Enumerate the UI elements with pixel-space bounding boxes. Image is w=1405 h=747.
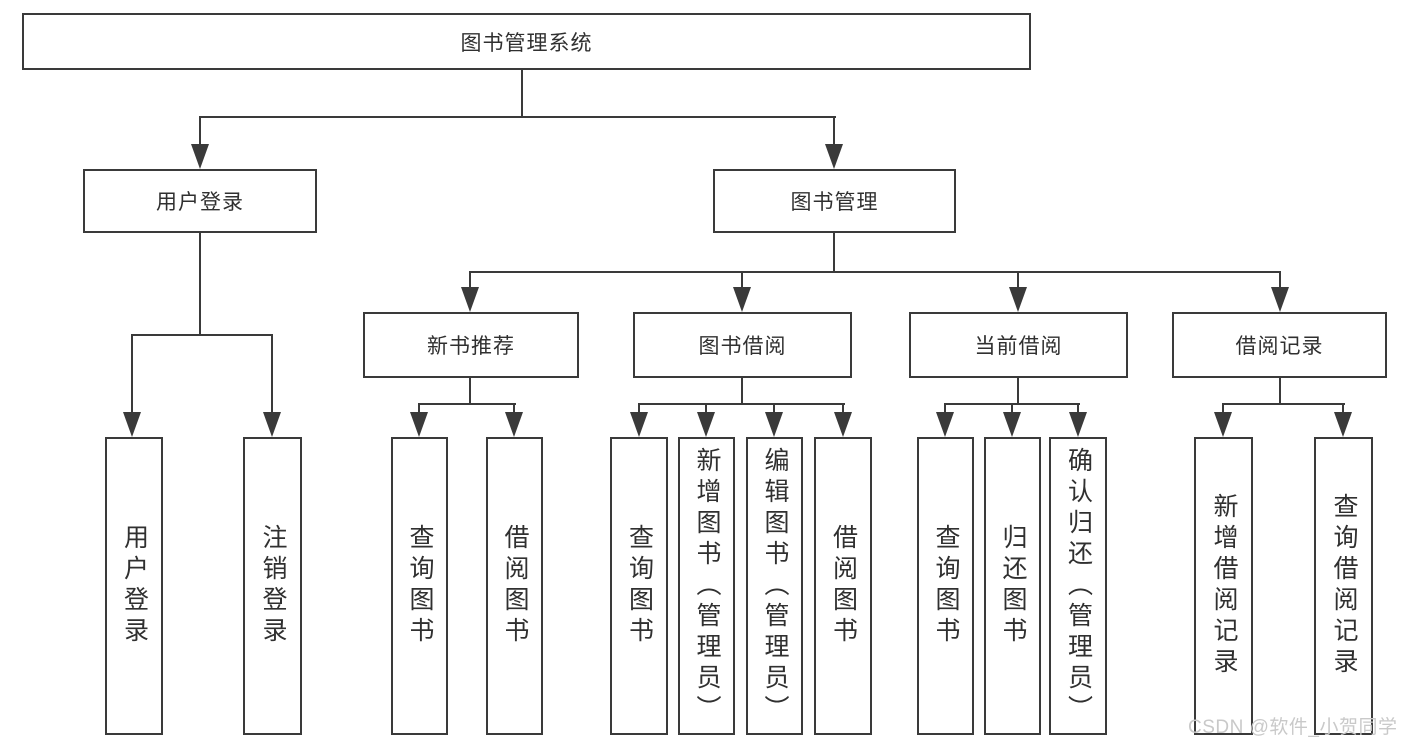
arrow-down-icon <box>505 412 523 437</box>
connector-line <box>521 69 523 117</box>
connector-line <box>271 335 273 414</box>
connector-line <box>1222 403 1345 405</box>
connector-line <box>638 404 640 415</box>
arrow-down-icon <box>825 144 843 169</box>
leaf-query-book-c: 查询图书 <box>917 437 974 735</box>
leaf-return-book: 归还图书 <box>984 437 1041 735</box>
leaf-borrow-book-a: 借阅图书 <box>486 437 543 735</box>
arrow-down-icon <box>1069 412 1087 437</box>
connector-line <box>1279 272 1281 289</box>
connector-line <box>199 116 836 118</box>
connector-line <box>833 233 835 273</box>
arrow-down-icon <box>733 287 751 312</box>
connector-line <box>131 335 133 414</box>
node-borrow-records: 借阅记录 <box>1172 312 1387 378</box>
connector-line <box>1077 404 1079 415</box>
connector-line <box>469 271 1281 273</box>
connector-line <box>741 272 743 289</box>
connector-line <box>199 117 201 146</box>
leaf-query-book-b: 查询图书 <box>610 437 668 735</box>
connector-line <box>1017 378 1019 405</box>
node-current-borrow: 当前借阅 <box>909 312 1128 378</box>
csdn-watermark: CSDN @软件_小贺同学 <box>1188 717 1398 738</box>
connector-line <box>1342 404 1344 415</box>
arrow-down-icon <box>461 287 479 312</box>
node-user-login: 用户登录 <box>83 169 317 233</box>
connector-line <box>469 378 471 405</box>
leaf-edit-book-admin: 编辑图书（管理员） <box>746 437 803 735</box>
leaf-query-book-a: 查询图书 <box>391 437 448 735</box>
leaf-logout: 注销登录 <box>243 437 302 735</box>
leaf-confirm-return-admin: 确认归还（管理员） <box>1049 437 1107 735</box>
arrow-down-icon <box>263 412 281 437</box>
connector-line <box>773 404 775 415</box>
connector-line <box>842 404 844 415</box>
connector-line <box>513 404 515 415</box>
node-book-management: 图书管理 <box>713 169 956 233</box>
connector-line <box>469 272 471 289</box>
arrow-down-icon <box>410 412 428 437</box>
connector-line <box>833 117 835 146</box>
arrow-down-icon <box>697 412 715 437</box>
leaf-borrow-book-b: 借阅图书 <box>814 437 872 735</box>
arrow-down-icon <box>765 412 783 437</box>
connector-line <box>1011 404 1013 415</box>
arrow-down-icon <box>1003 412 1021 437</box>
leaf-add-borrow-record: 新增借阅记录 <box>1194 437 1253 735</box>
connector-line <box>705 404 707 415</box>
node-book-borrow: 图书借阅 <box>633 312 852 378</box>
connector-line <box>1222 404 1224 415</box>
connector-line <box>1017 272 1019 289</box>
connector-line <box>418 404 420 415</box>
connector-line <box>741 378 743 405</box>
node-new-book-recommend: 新书推荐 <box>363 312 579 378</box>
arrow-down-icon <box>1214 412 1232 437</box>
arrow-down-icon <box>1271 287 1289 312</box>
node-root: 图书管理系统 <box>22 13 1031 70</box>
connector-line <box>1279 378 1281 405</box>
leaf-add-book-admin: 新增图书（管理员） <box>678 437 735 735</box>
arrow-down-icon <box>123 412 141 437</box>
arrow-down-icon <box>1334 412 1352 437</box>
arrow-down-icon <box>630 412 648 437</box>
leaf-user-login: 用户登录 <box>105 437 163 735</box>
connector-line <box>199 233 201 336</box>
connector-line <box>418 403 516 405</box>
arrow-down-icon <box>1009 287 1027 312</box>
connector-line <box>638 403 845 405</box>
arrow-down-icon <box>936 412 954 437</box>
leaf-query-borrow-record: 查询借阅记录 <box>1314 437 1373 735</box>
connector-line <box>131 334 273 336</box>
arrow-down-icon <box>834 412 852 437</box>
arrow-down-icon <box>191 144 209 169</box>
connector-line <box>944 404 946 415</box>
